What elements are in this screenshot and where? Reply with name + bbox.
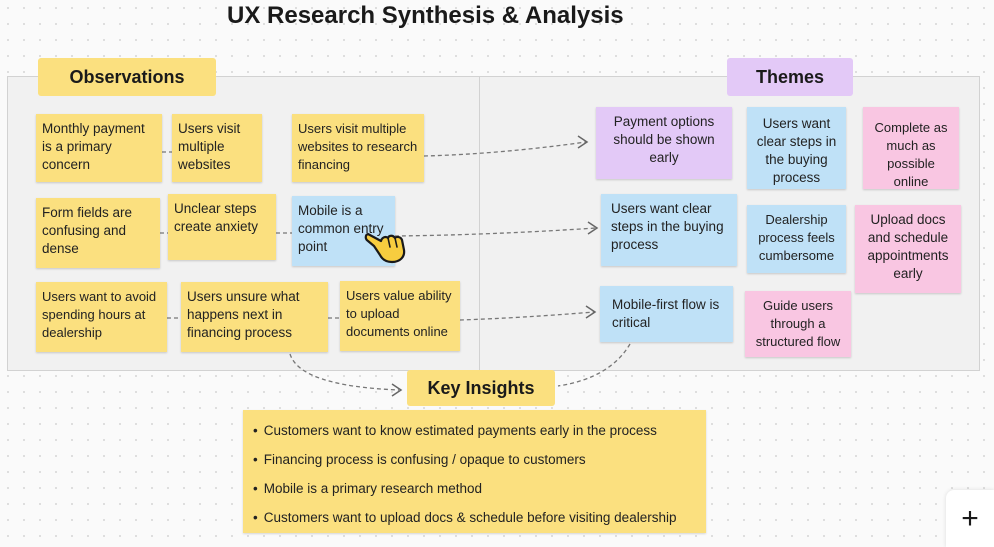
observations-label: Observations xyxy=(38,58,216,96)
theme-note[interactable]: Users want clear steps in the buying pro… xyxy=(601,194,737,266)
key-insight-item: Mobile is a primary research method xyxy=(253,474,696,503)
panel-divider xyxy=(479,76,480,371)
observation-note[interactable]: Users want to avoid spending hours at de… xyxy=(36,282,167,352)
observation-note[interactable]: Users unsure what happens next in financ… xyxy=(181,282,328,352)
observation-note[interactable]: Users visit multiple websites xyxy=(172,114,262,182)
board-title: UX Research Synthesis & Analysis xyxy=(227,2,624,29)
observation-note[interactable]: Form fields are confusing and dense xyxy=(36,198,160,268)
theme-note[interactable]: Users want clear steps in the buying pro… xyxy=(747,107,846,189)
pointing-hand-icon xyxy=(364,232,406,264)
arrowhead-insights xyxy=(391,383,403,397)
key-insights-label: Key Insights xyxy=(407,370,555,406)
themes-label: Themes xyxy=(727,58,853,96)
theme-note[interactable]: Dealership process feels cumbersome xyxy=(747,205,846,273)
observation-note[interactable]: Unclear steps create anxiety xyxy=(168,194,276,260)
theme-note[interactable]: Guide users through a structured flow xyxy=(745,291,851,357)
theme-note[interactable]: Payment options should be shown early xyxy=(596,107,732,179)
theme-note[interactable]: Upload docs and schedule appointments ea… xyxy=(855,205,961,293)
theme-note[interactable]: Mobile-first flow is critical xyxy=(600,286,733,342)
plus-icon: + xyxy=(961,501,979,535)
key-insights-list: Customers want to know estimated payment… xyxy=(253,416,696,532)
theme-note[interactable]: Complete as much as possible online xyxy=(863,107,959,189)
key-insight-item: Financing process is confusing / opaque … xyxy=(253,445,696,474)
add-button[interactable]: + xyxy=(946,490,994,547)
key-insight-item: Customers want to upload docs & schedule… xyxy=(253,503,696,532)
key-insight-item: Customers want to know estimated payment… xyxy=(253,416,696,445)
key-insights-note[interactable]: Customers want to know estimated payment… xyxy=(243,410,706,533)
observation-note[interactable]: Users visit multiple websites to researc… xyxy=(292,114,424,182)
observation-note[interactable]: Users value ability to upload documents … xyxy=(340,281,460,351)
observation-note-highlight[interactable]: Mobile is a common entry point xyxy=(292,196,395,266)
observation-note[interactable]: Monthly payment is a primary concern xyxy=(36,114,162,182)
